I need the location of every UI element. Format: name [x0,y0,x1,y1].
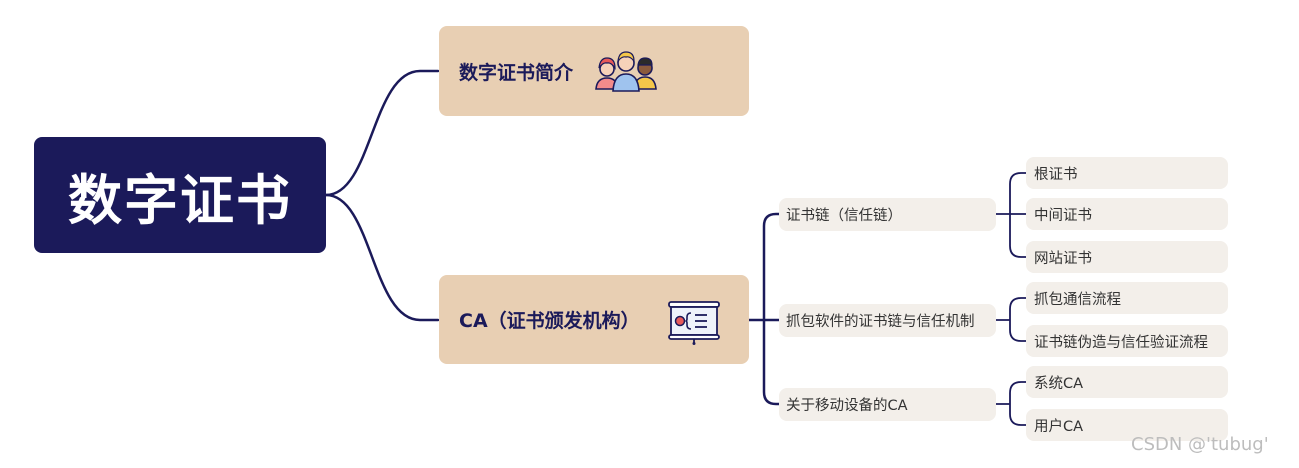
leaf-node-label: 用户CA [1034,418,1084,435]
presentation-board-icon [667,299,721,350]
leaf-node-label: 抓包通信流程 [1034,291,1121,308]
root-node[interactable]: 数字证书 [34,137,326,253]
watermark: CSDN @'tubug' [1131,434,1269,455]
edge-root-ca [324,193,440,322]
leaf-node-forge-verify-flow[interactable]: 证书链伪造与信任验证流程 [1026,325,1228,357]
edge-chain-children [995,172,1027,258]
edge-ca-chain [747,212,781,322]
branch-intro-label: 数字证书简介 [459,61,574,84]
leaf-node-root-cert[interactable]: 根证书 [1026,157,1228,189]
leaf-node-label: 证书链伪造与信任验证流程 [1034,334,1208,351]
sub-node-cert-chain[interactable]: 证书链（信任链） [779,198,996,231]
people-icon [594,49,658,98]
leaf-node-capture-flow[interactable]: 抓包通信流程 [1026,282,1228,314]
edge-root-intro [324,69,440,197]
sub-node-label: 抓包软件的证书链与信任机制 [786,314,975,330]
leaf-node-site-cert[interactable]: 网站证书 [1026,241,1228,273]
edge-capture-children [995,297,1027,342]
edge-mobile-children [995,381,1027,426]
sub-node-label: 证书链（信任链） [786,208,902,224]
leaf-node-system-ca[interactable]: 系统CA [1026,366,1228,398]
branch-intro[interactable]: 数字证书简介 [439,26,749,116]
branch-ca[interactable]: CA（证书颁发机构） [439,275,749,364]
branch-ca-label: CA（证书颁发机构） [459,310,640,332]
sub-node-label: 关于移动设备的CA [786,398,908,414]
leaf-node-label: 网站证书 [1034,250,1092,267]
sub-node-mobile-ca[interactable]: 关于移动设备的CA [779,388,996,421]
root-label: 数字证书 [68,168,292,232]
sub-node-capture-trust[interactable]: 抓包软件的证书链与信任机制 [779,304,996,337]
leaf-node-label: 中间证书 [1034,207,1092,224]
leaf-node-label: 系统CA [1034,375,1084,392]
leaf-node-user-ca[interactable]: 用户CA [1026,409,1228,441]
leaf-node-label: 根证书 [1034,166,1078,183]
edge-ca-mobile [762,318,781,406]
leaf-node-intermediate-cert[interactable]: 中间证书 [1026,198,1228,230]
